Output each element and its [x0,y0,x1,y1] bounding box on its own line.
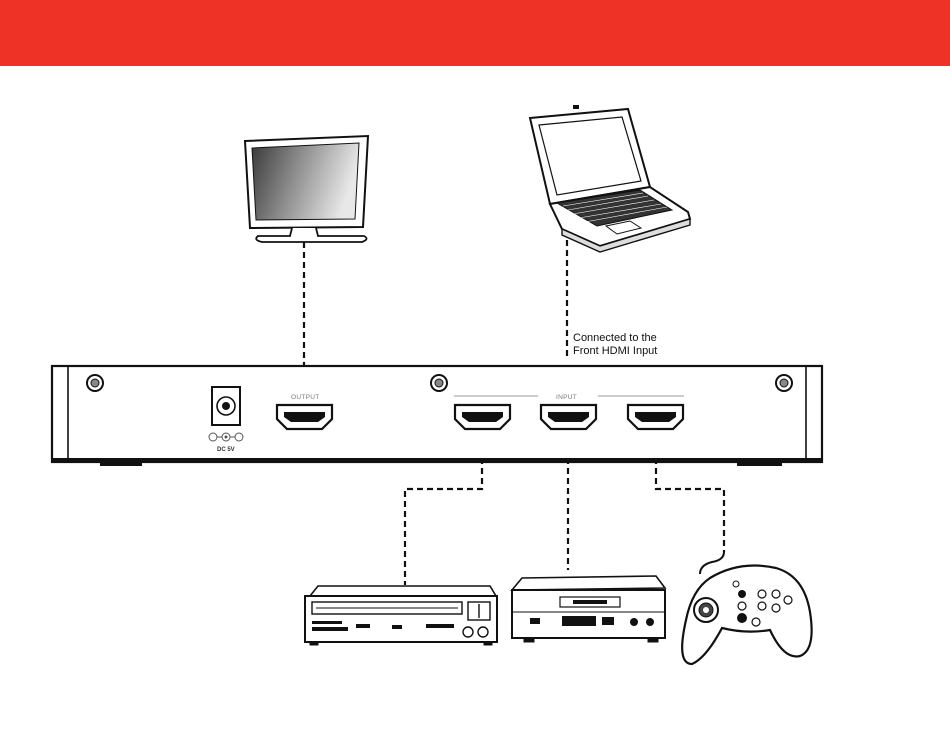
dc-power-jack-icon [209,387,243,441]
hdmi-input-port-2 [541,405,596,429]
av-receiver-icon [512,576,665,642]
gamepad-icon [682,552,811,664]
dvd-player-icon [305,586,497,645]
screw-right-icon [776,375,792,391]
switcher-foot-left [100,462,142,466]
screw-middle-icon [431,375,447,391]
flat-screen-tv-icon [245,136,368,242]
hdmi-input-port-1 [455,405,510,429]
switcher-foot-right [737,462,782,466]
input-label: INPUT [556,394,577,401]
output-label: OUTPUT [291,394,320,401]
hdmi-output-port [277,405,332,429]
annotation-line-2: Front HDMI Input [573,345,657,357]
hdmi-input-port-3 [628,405,683,429]
hdmi-switcher: DC 5V OUTPUT INPUT [52,366,822,466]
annotation-line-1: Connected to the [573,332,657,344]
dc-label: DC 5V [217,447,235,453]
screw-left-icon [87,375,103,391]
laptop-icon [530,105,690,252]
